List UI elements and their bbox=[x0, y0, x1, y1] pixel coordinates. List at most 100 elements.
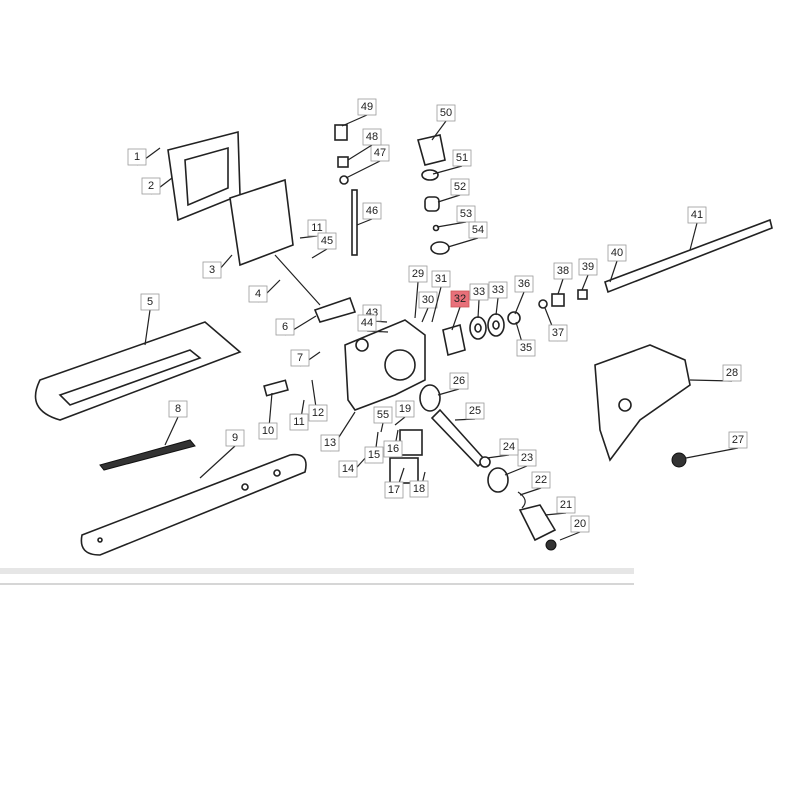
leader-line bbox=[437, 194, 461, 203]
leader-line bbox=[311, 248, 328, 259]
part-number-52[interactable]: 52 bbox=[454, 181, 466, 193]
callout-box bbox=[408, 265, 428, 283]
leader-line bbox=[689, 222, 698, 251]
leader-line bbox=[436, 221, 467, 228]
callout-box bbox=[517, 449, 537, 467]
part-number-26[interactable]: 26 bbox=[453, 375, 465, 387]
part-number-47[interactable]: 47 bbox=[374, 147, 386, 159]
part-number-2[interactable]: 2 bbox=[148, 180, 154, 192]
part-number-37[interactable]: 37 bbox=[552, 327, 564, 339]
leader-line bbox=[495, 297, 499, 316]
part-number-23[interactable]: 23 bbox=[521, 452, 533, 464]
part-number-15[interactable]: 15 bbox=[368, 449, 380, 461]
guard bbox=[594, 344, 691, 462]
part-number-50[interactable]: 50 bbox=[440, 107, 452, 119]
callout-box bbox=[465, 402, 485, 420]
part-number-14[interactable]: 14 bbox=[342, 463, 354, 475]
callout-box bbox=[362, 202, 382, 220]
part-number-25[interactable]: 25 bbox=[469, 405, 481, 417]
part-number-48[interactable]: 48 bbox=[366, 131, 378, 143]
leader-line bbox=[447, 237, 479, 248]
part-number-40[interactable]: 40 bbox=[611, 247, 623, 259]
callout-box bbox=[307, 219, 327, 237]
part-number-46[interactable]: 46 bbox=[366, 205, 378, 217]
part-number-5[interactable]: 5 bbox=[147, 296, 153, 308]
part-number-53[interactable]: 53 bbox=[460, 208, 472, 220]
callout-box bbox=[320, 434, 340, 452]
part-number-22[interactable]: 22 bbox=[535, 474, 547, 486]
callout-box bbox=[468, 221, 488, 239]
part-number-11[interactable]: 11 bbox=[293, 416, 304, 428]
leader-line bbox=[431, 120, 447, 141]
part-number-35[interactable]: 35 bbox=[520, 342, 532, 354]
part-number-11[interactable]: 11 bbox=[311, 222, 322, 234]
part-number-30[interactable]: 30 bbox=[422, 294, 434, 306]
part-number-41[interactable]: 41 bbox=[691, 209, 703, 221]
part-number-6[interactable]: 6 bbox=[282, 321, 288, 333]
part-number-27[interactable]: 27 bbox=[732, 434, 744, 446]
part-number-9[interactable]: 9 bbox=[232, 432, 238, 444]
part-number-7[interactable]: 7 bbox=[297, 352, 303, 364]
part-number-1[interactable]: 1 bbox=[134, 151, 140, 163]
part-number-18[interactable]: 18 bbox=[413, 483, 425, 495]
part-number-55[interactable]: 55 bbox=[377, 409, 389, 421]
callout-box bbox=[362, 128, 382, 146]
callout-box bbox=[469, 283, 489, 301]
part-number-54[interactable]: 54 bbox=[472, 224, 484, 236]
leader-line bbox=[356, 218, 373, 226]
leader-line bbox=[347, 144, 373, 161]
callout-box bbox=[373, 406, 393, 424]
callout-box bbox=[728, 431, 748, 449]
leader-line bbox=[477, 299, 480, 319]
callout-box bbox=[418, 291, 438, 309]
leader-line bbox=[557, 278, 564, 295]
part-number-45[interactable]: 45 bbox=[321, 235, 333, 247]
callout-box bbox=[450, 178, 470, 196]
callout-box bbox=[722, 364, 742, 382]
part-number-32[interactable]: 32 bbox=[454, 293, 466, 305]
part-number-16[interactable]: 16 bbox=[387, 443, 399, 455]
part-number-10[interactable]: 10 bbox=[262, 425, 274, 437]
leader-line bbox=[559, 531, 581, 541]
callout-box bbox=[275, 318, 295, 336]
callout-box bbox=[452, 149, 472, 167]
callout-box bbox=[364, 446, 384, 464]
callout-box bbox=[317, 232, 337, 250]
part-number-44[interactable]: 44 bbox=[361, 317, 373, 329]
part-number-13[interactable]: 13 bbox=[324, 437, 336, 449]
divider-line bbox=[0, 583, 634, 585]
part-number-39[interactable]: 39 bbox=[582, 261, 594, 273]
part-number-29[interactable]: 29 bbox=[412, 268, 424, 280]
part-number-33[interactable]: 33 bbox=[492, 284, 504, 296]
part-number-24[interactable]: 24 bbox=[503, 441, 515, 453]
parts bbox=[34, 124, 773, 556]
part-number-28[interactable]: 28 bbox=[726, 367, 738, 379]
callout-box bbox=[499, 438, 519, 456]
part-number-4[interactable]: 4 bbox=[255, 288, 261, 300]
part-number-20[interactable]: 20 bbox=[574, 518, 586, 530]
part-number-51[interactable]: 51 bbox=[456, 152, 468, 164]
callout-box bbox=[289, 413, 309, 431]
callout-box bbox=[395, 400, 415, 418]
bar-cover bbox=[34, 321, 242, 421]
part-number-31[interactable]: 31 bbox=[435, 273, 447, 285]
part-number-38[interactable]: 38 bbox=[557, 265, 569, 277]
callout-box bbox=[556, 496, 576, 514]
part-number-49[interactable]: 49 bbox=[361, 101, 373, 113]
leader-line bbox=[514, 291, 525, 315]
part-number-3[interactable]: 3 bbox=[209, 264, 215, 276]
part-number-21[interactable]: 21 bbox=[560, 499, 572, 511]
part-number-33[interactable]: 33 bbox=[473, 286, 485, 298]
part-number-17[interactable]: 17 bbox=[388, 484, 400, 496]
callout-box bbox=[140, 293, 160, 311]
saw-chain bbox=[99, 439, 196, 471]
callout-box bbox=[357, 98, 377, 116]
part-number-36[interactable]: 36 bbox=[518, 278, 530, 290]
part-number-19[interactable]: 19 bbox=[399, 403, 411, 415]
part-number-12[interactable]: 12 bbox=[312, 407, 324, 419]
leader-line bbox=[685, 447, 739, 459]
leader-line bbox=[144, 309, 151, 346]
part-number-8[interactable]: 8 bbox=[175, 403, 181, 415]
callout-box bbox=[357, 314, 377, 332]
